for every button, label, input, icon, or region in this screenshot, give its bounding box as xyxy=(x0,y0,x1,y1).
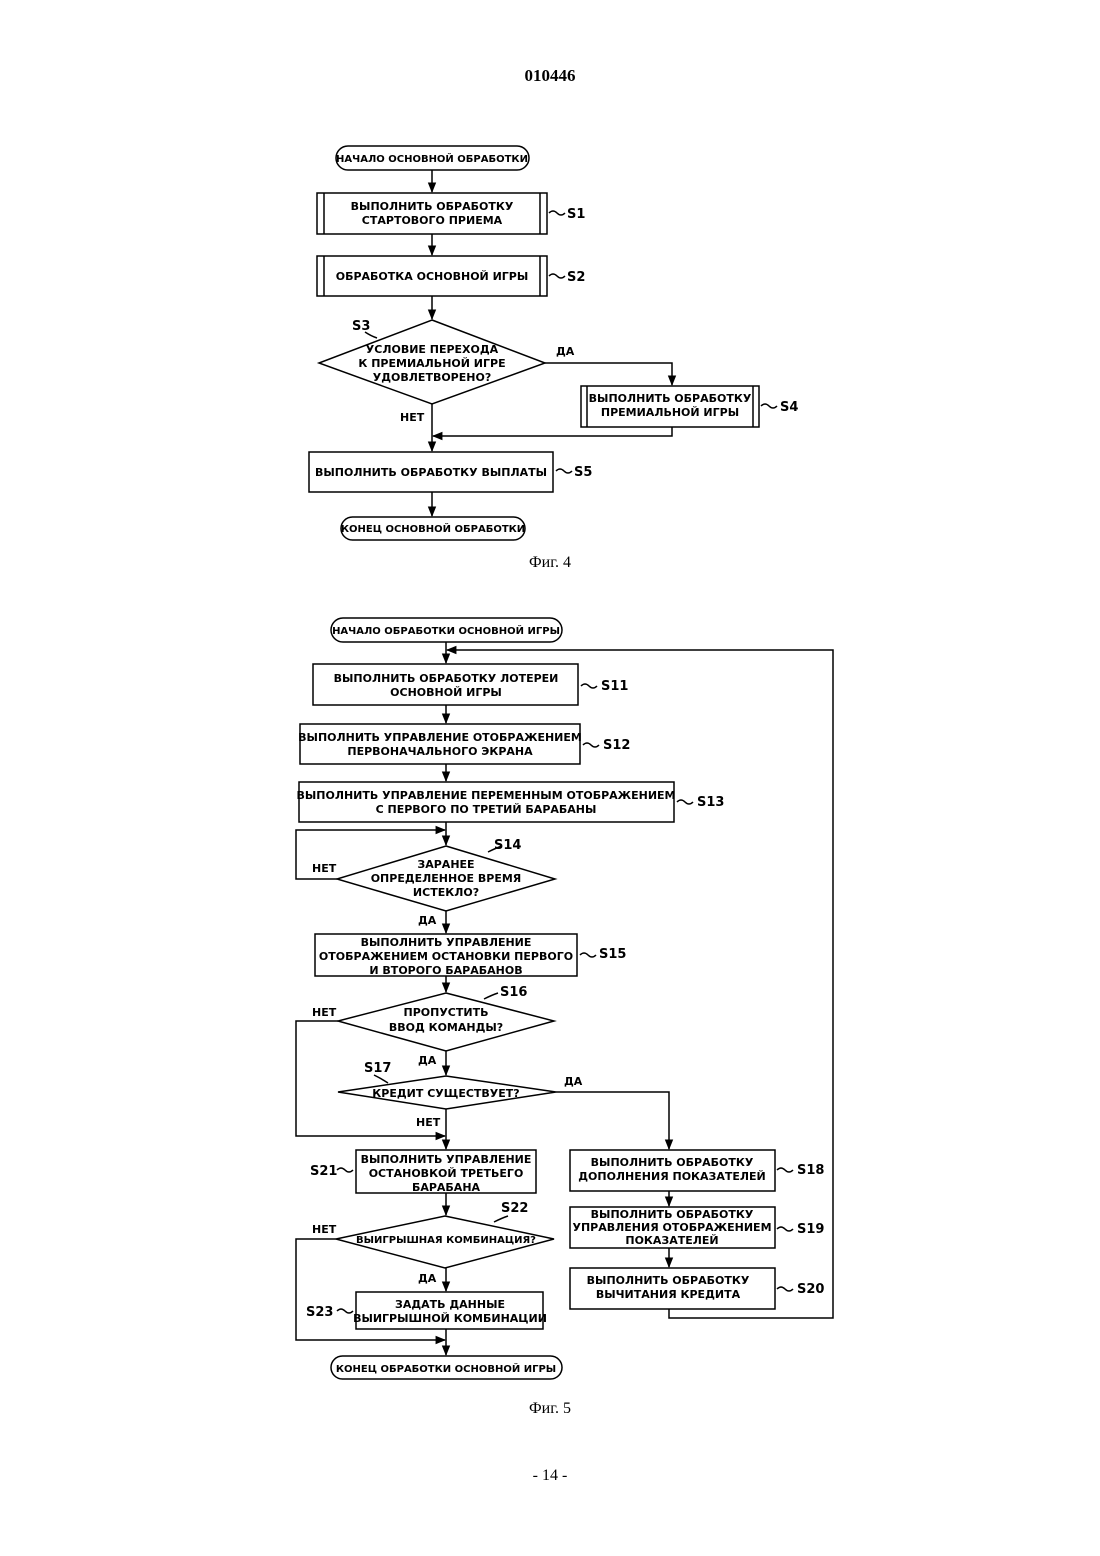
fig5-s17-text: КРЕДИТ СУЩЕСТВУЕТ? xyxy=(372,1087,519,1100)
fig4-s3-text-3: УДОВЛЕТВОРЕНО? xyxy=(373,371,491,384)
fig5-s22-step-label: S22 xyxy=(501,1201,528,1216)
fig5-s14-step-label: S14 xyxy=(494,838,521,853)
fig5-s11-step-label: S11 xyxy=(601,679,628,694)
fig5-s12-box xyxy=(300,724,580,764)
fig4-s3-text-2: К ПРЕМИАЛЬНОЙ ИГРЕ xyxy=(358,357,505,370)
fig5-s21-text-1: ВЫПОЛНИТЬ УПРАВЛЕНИЕ xyxy=(361,1153,532,1166)
fig5-s22-no-label: НЕТ xyxy=(312,1223,337,1236)
fig5-s18-text-2: ДОПОЛНЕНИЯ ПОКАЗАТЕЛЕЙ xyxy=(578,1170,766,1183)
fig5-s15-text-3: И ВТОРОГО БАРАБАНОВ xyxy=(369,964,522,977)
fig5-labels: НАЧАЛО ОБРАБОТКИ ОСНОВНОЙ ИГРЫ ВЫПОЛНИТЬ… xyxy=(296,624,824,1375)
fig5-s21-step-label: S21 xyxy=(310,1164,337,1179)
fig4-s3-step-label: S3 xyxy=(352,319,370,334)
fig5-s15-step-label: S15 xyxy=(599,947,626,962)
fig5-s13-text-2: С ПЕРВОГО ПО ТРЕТИЙ БАРАБАНЫ xyxy=(376,803,597,816)
fig4-s4-step-label: S4 xyxy=(780,400,798,415)
fig4-s1-text-1: ВЫПОЛНИТЬ ОБРАБОТКУ xyxy=(351,200,514,213)
fig5-s22-yes-label: ДА xyxy=(418,1272,437,1285)
fig5-s14-text-1: ЗАРАНЕЕ xyxy=(417,858,474,871)
fig4-start-text: НАЧАЛО ОСНОВНОЙ ОБРАБОТКИ xyxy=(336,152,528,165)
fig5-s16-text-1: ПРОПУСТИТЬ xyxy=(404,1006,489,1019)
fig5-s16-no-label: НЕТ xyxy=(312,1006,337,1019)
fig5-s19-text-3: ПОКАЗАТЕЛЕЙ xyxy=(625,1234,718,1247)
fig5-s12-text-2: ПЕРВОНАЧАЛЬНОГО ЭКРАНА xyxy=(347,745,533,758)
fig4-caption: Фиг. 4 xyxy=(0,554,1100,572)
fig4-s1-text-2: СТАРТОВОГО ПРИЕМА xyxy=(362,214,503,227)
fig5-s20-text-1: ВЫПОЛНИТЬ ОБРАБОТКУ xyxy=(587,1274,750,1287)
fig5-s21-text-2: ОСТАНОВКОЙ ТРЕТЬЕГО xyxy=(369,1167,524,1180)
fig4-s4-text-1: ВЫПОЛНИТЬ ОБРАБОТКУ xyxy=(589,392,752,405)
fig5-s12-text-1: ВЫПОЛНИТЬ УПРАВЛЕНИЕ ОТОБРАЖЕНИЕМ xyxy=(298,731,582,744)
fig4-s4-text-2: ПРЕМИАЛЬНОЙ ИГРЫ xyxy=(601,406,739,419)
fig5-s18-text-1: ВЫПОЛНИТЬ ОБРАБОТКУ xyxy=(591,1156,754,1169)
fig5-s19-text-1: ВЫПОЛНИТЬ ОБРАБОТКУ xyxy=(591,1208,754,1221)
fig4-s3-no-label: НЕТ xyxy=(400,411,425,424)
fig5-s22-text: ВЫИГРЫШНАЯ КОМБИНАЦИЯ? xyxy=(356,1235,536,1246)
fig5-start-text: НАЧАЛО ОБРАБОТКИ ОСНОВНОЙ ИГРЫ xyxy=(332,624,560,637)
fig5-s19-text-2: УПРАВЛЕНИЯ ОТОБРАЖЕНИЕМ xyxy=(572,1221,771,1234)
fig4-s3-yes-label: ДА xyxy=(556,345,575,358)
page-number: - 14 - xyxy=(0,1467,1100,1485)
fig5-s16-yes-label: ДА xyxy=(418,1054,437,1067)
fig5-s15-text-1: ВЫПОЛНИТЬ УПРАВЛЕНИЕ xyxy=(361,936,532,949)
fig5-s20-step-label: S20 xyxy=(797,1282,824,1297)
fig5-s17-yes-label: ДА xyxy=(564,1075,583,1088)
fig4-s5-step-label: S5 xyxy=(574,465,592,480)
fig5-s14-no-label: НЕТ xyxy=(312,862,337,875)
fig5-s11-text-1: ВЫПОЛНИТЬ ОБРАБОТКУ ЛОТЕРЕИ xyxy=(334,672,559,685)
fig5-s17-step-label: S17 xyxy=(364,1061,391,1076)
fig4-s3-text-1: УСЛОВИЕ ПЕРЕХОДА xyxy=(366,343,499,356)
fig5-s13-box xyxy=(299,782,674,822)
fig5-s16-step-label: S16 xyxy=(500,985,527,1000)
fig5-s11-text-2: ОСНОВНОЙ ИГРЫ xyxy=(390,686,502,699)
fig5-s23-text-1: ЗАДАТЬ ДАННЫЕ xyxy=(395,1298,505,1311)
fig5-s16-text-2: ВВОД КОМАНДЫ? xyxy=(389,1021,503,1034)
fig5-s14-yes-label: ДА xyxy=(418,914,437,927)
fig4-s2-step-label: S2 xyxy=(567,270,585,285)
fig5-s13-text-1: ВЫПОЛНИТЬ УПРАВЛЕНИЕ ПЕРЕМЕННЫМ ОТОБРАЖЕ… xyxy=(296,789,675,802)
fig5-s14-text-2: ОПРЕДЕЛЕННОЕ ВРЕМЯ xyxy=(371,872,522,885)
fig5-s23-text-2: ВЫИГРЫШНОЙ КОМБИНАЦИИ xyxy=(353,1312,547,1325)
fig4-s5-text: ВЫПОЛНИТЬ ОБРАБОТКУ ВЫПЛАТЫ xyxy=(315,466,547,479)
fig5-s21-text-3: БАРАБАНА xyxy=(412,1181,481,1194)
fig5-s18-step-label: S18 xyxy=(797,1163,824,1178)
fig5-s14-text-3: ИСТЕКЛО? xyxy=(413,886,479,899)
fig4-s1-step-label: S1 xyxy=(567,207,585,222)
fig5-end-text: КОНЕЦ ОБРАБОТКИ ОСНОВНОЙ ИГРЫ xyxy=(336,1362,556,1375)
fig4-labels: НАЧАЛО ОСНОВНОЙ ОБРАБОТКИ ВЫПОЛНИТЬ ОБРА… xyxy=(315,152,798,535)
fig5-s19-step-label: S19 xyxy=(797,1222,824,1237)
fig5-s20-text-2: ВЫЧИТАНИЯ КРЕДИТА xyxy=(596,1288,741,1301)
fig5-caption: Фиг. 5 xyxy=(0,1400,1100,1418)
fig5-s17-no-label: НЕТ xyxy=(416,1116,441,1129)
fig5-s13-step-label: S13 xyxy=(697,795,724,810)
fig5-s23-step-label: S23 xyxy=(306,1305,333,1320)
fig4-s2-text: ОБРАБОТКА ОСНОВНОЙ ИГРЫ xyxy=(336,270,529,283)
fig4-end-text: КОНЕЦ ОСНОВНОЙ ОБРАБОТКИ xyxy=(341,522,525,535)
fig5-s15-text-2: ОТОБРАЖЕНИЕМ ОСТАНОВКИ ПЕРВОГО xyxy=(319,950,573,963)
fig5-s12-step-label: S12 xyxy=(603,738,630,753)
